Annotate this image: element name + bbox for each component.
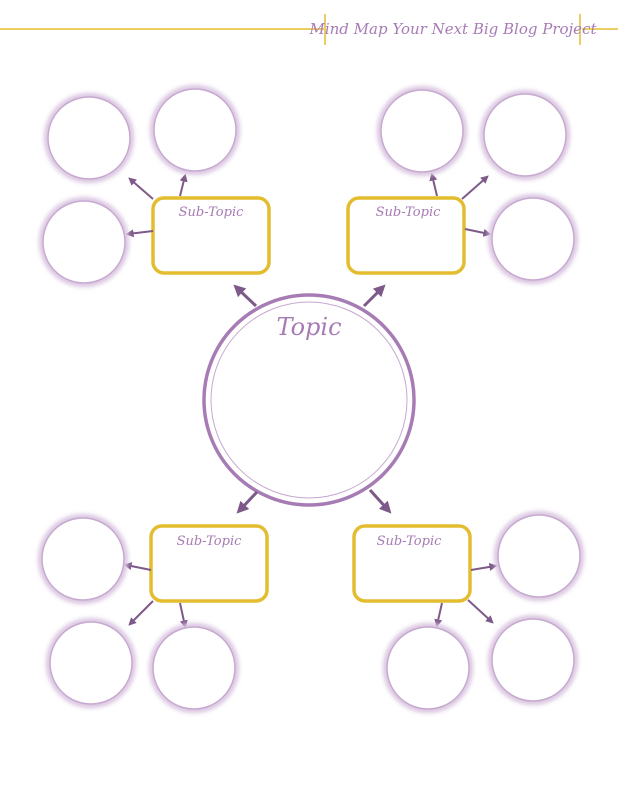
detail-circle-3c xyxy=(149,623,239,713)
topic-label: Topic xyxy=(276,313,341,341)
arrow-sub2-to-detail-c xyxy=(464,228,492,237)
arrow-sub4-to-detail-a xyxy=(470,562,498,571)
subtopic-label: Sub-Topic xyxy=(177,534,242,549)
subtopic-box xyxy=(149,524,269,603)
subtopic-label: Sub-Topic xyxy=(376,205,441,220)
subtopic-node-1: Sub-Topic xyxy=(151,196,271,275)
subtopic-node-4: Sub-Topic xyxy=(352,524,472,603)
detail-circle-4a xyxy=(494,511,584,601)
arrow-sub2-to-detail-b xyxy=(461,175,489,200)
subtopic-label: Sub-Topic xyxy=(179,205,244,220)
detail-circle-2c xyxy=(488,194,578,284)
topic-arrows xyxy=(233,284,392,514)
subtopic-label: Sub-Topic xyxy=(377,534,442,549)
arrow-sub3-to-detail-b xyxy=(128,600,154,626)
detail-circle-2b xyxy=(480,90,570,180)
arrow-sub1-to-detail-b xyxy=(179,173,188,197)
arrow-sub1-to-detail-a xyxy=(128,177,154,200)
subtopic-box xyxy=(151,196,271,275)
subtopic-box xyxy=(352,524,472,603)
header-title: Mind Map Your Next Big Blog Project xyxy=(308,20,597,38)
detail-circles xyxy=(38,85,584,713)
detail-circle-3a xyxy=(38,514,128,604)
detail-circle-1b xyxy=(150,85,240,175)
arrow-topic-to-sub4 xyxy=(368,488,392,514)
arrow-sub3-to-detail-c xyxy=(179,602,188,629)
detail-circle-3b xyxy=(46,618,136,708)
detail-arrows xyxy=(123,172,498,629)
topic-circle-inner xyxy=(210,301,408,499)
detail-circle-1a xyxy=(44,93,134,183)
arrow-sub3-to-detail-a xyxy=(123,562,152,571)
detail-circle-2a xyxy=(377,86,467,176)
topic-circle xyxy=(202,293,416,507)
detail-circle-4b xyxy=(383,623,473,713)
detail-circle-4c xyxy=(488,615,578,705)
arrow-sub4-to-detail-c xyxy=(467,599,494,624)
arrow-sub1-to-detail-c xyxy=(125,229,154,238)
subtopic-node-2: Sub-Topic xyxy=(346,196,466,275)
arrow-sub2-to-detail-a xyxy=(429,172,438,197)
arrow-topic-to-sub2 xyxy=(362,284,386,308)
arrow-topic-to-sub3 xyxy=(236,490,259,514)
arrow-topic-to-sub1 xyxy=(233,284,258,308)
subtopic-node-3: Sub-Topic xyxy=(149,524,269,603)
detail-circle-1c xyxy=(39,197,129,287)
arrow-sub4-to-detail-b xyxy=(434,602,443,628)
topic-node: Topic xyxy=(202,293,416,507)
subtopic-box xyxy=(346,196,466,275)
